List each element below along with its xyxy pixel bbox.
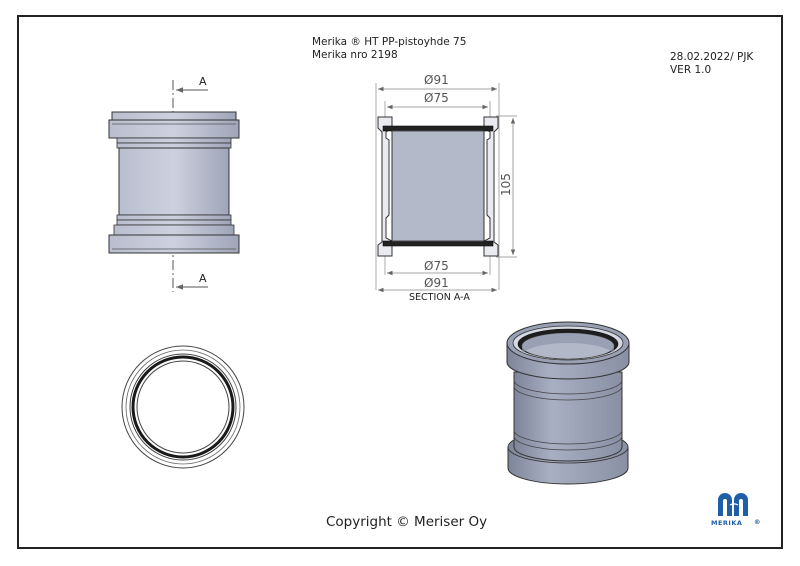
drawing-frame	[17, 15, 783, 549]
merika-logo	[718, 493, 748, 516]
logo-text: MERIKA	[711, 519, 742, 527]
title-block: Merika ® HT PP-pistoyhde 75 Merika nro 2…	[312, 36, 466, 62]
section-mark-bottom: A	[199, 272, 207, 285]
meta-block: 28.02.2022/ PJK VER 1.0	[670, 51, 753, 77]
section-caption: SECTION A-A	[409, 292, 470, 303]
front-view	[108, 80, 240, 292]
dim-inner-diameter-top: Ø75	[424, 91, 449, 105]
version: VER 1.0	[670, 64, 712, 76]
title-line-2: Merika nro 2198	[312, 49, 398, 61]
dim-inner-diameter-bottom: Ø75	[424, 259, 449, 273]
dim-length: 105	[499, 173, 513, 196]
dim-outer-diameter-top: Ø91	[424, 73, 449, 87]
copyright: Copyright © Meriser Oy	[326, 514, 488, 530]
title-line-1: Merika ® HT PP-pistoyhde 75	[312, 36, 467, 48]
section-view	[375, 83, 517, 293]
dim-outer-diameter-bottom: Ø91	[424, 276, 449, 290]
isometric-view	[506, 321, 630, 485]
logo-reg-mark: ®	[754, 518, 761, 526]
date-author: 28.02.2022/ PJK	[670, 51, 754, 63]
end-view	[121, 345, 245, 469]
section-mark-top: A	[199, 75, 207, 88]
